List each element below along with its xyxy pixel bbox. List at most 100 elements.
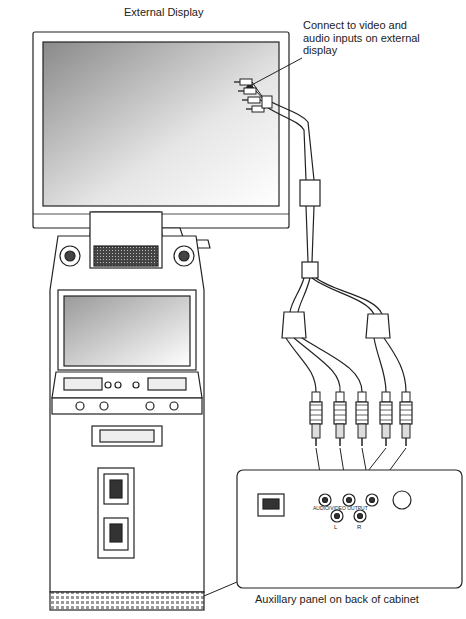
- arcade-cabinet: [50, 212, 204, 592]
- rca-plug: [339, 438, 341, 446]
- auxiliary-panel: [347, 498, 352, 503]
- auxiliary-panel: [263, 499, 279, 509]
- arcade-cabinet: [64, 378, 102, 390]
- rca-plug: [334, 402, 346, 424]
- rca-plug: [356, 402, 368, 424]
- av-cable: [316, 278, 382, 314]
- rca-plug: [380, 420, 392, 421]
- arcade-cabinet: [170, 402, 178, 410]
- rca-plug: [312, 424, 320, 438]
- rca-plug: [380, 415, 392, 416]
- av-cable: [302, 338, 362, 392]
- external-display: [33, 32, 289, 228]
- leader-line: [204, 582, 237, 596]
- av-cable: [286, 338, 316, 392]
- rca-plug: [405, 438, 407, 446]
- rca-plug: [400, 420, 412, 421]
- leader-arrow: [246, 58, 302, 88]
- rca-plug: [402, 424, 410, 438]
- rca-plug: [310, 392, 412, 446]
- rca-plug: [356, 410, 368, 411]
- av-cable: [262, 97, 314, 180]
- rca-plug: [315, 438, 317, 446]
- auxiliary-panel: [319, 494, 331, 506]
- rca-plug: [334, 420, 346, 421]
- auxiliary-panel: [237, 470, 462, 588]
- rca-plug: [336, 392, 344, 402]
- rca-plug: [356, 420, 368, 421]
- arcade-cabinet: [52, 398, 202, 414]
- arcade-cabinet: [146, 402, 154, 410]
- rca-plug: [234, 81, 240, 82]
- rca-plug: [382, 424, 390, 438]
- arcade-cabinet: [148, 378, 186, 390]
- av-cable: [282, 312, 306, 338]
- panel-caption: Auxillary panel on back of cabinet: [255, 593, 419, 606]
- rca-plug: [242, 99, 248, 100]
- rca-plug: [244, 88, 256, 94]
- rca-plug: [380, 405, 392, 406]
- arcade-cabinet: [100, 430, 154, 442]
- auxiliary-panel: [258, 494, 284, 516]
- rca-plug: [356, 405, 368, 406]
- rca-plug: [310, 402, 322, 424]
- rca-plug: [312, 392, 320, 402]
- rca-plug: [356, 415, 368, 416]
- rca-plug: [234, 79, 272, 112]
- arcade-cabinet: [115, 382, 121, 388]
- rca-plug: [402, 392, 410, 402]
- rca-plug: [400, 402, 412, 424]
- rca-plug: [262, 96, 272, 108]
- av-cable: [302, 262, 318, 278]
- auxiliary-panel: [370, 498, 375, 503]
- av-cable: [268, 108, 306, 180]
- av-cable: [384, 338, 406, 392]
- rca-plug: [336, 424, 344, 438]
- av-cable: [366, 314, 390, 338]
- arcade-cabinet: [98, 468, 134, 558]
- rca-plug: [385, 438, 387, 446]
- arcade-cabinet: [110, 524, 122, 542]
- jack-label: R: [357, 524, 361, 531]
- rca-plug: [334, 405, 346, 406]
- arcade-cabinet: [133, 382, 139, 388]
- auxiliary-panel: [335, 514, 340, 519]
- av-cable: [306, 206, 308, 262]
- arcade-cabinet: [179, 251, 189, 261]
- av-cable: [290, 278, 304, 312]
- external-display: [43, 42, 279, 206]
- av-cable: [300, 180, 320, 206]
- auxiliary-panel: [358, 514, 363, 519]
- arcade-cabinet: [104, 474, 128, 504]
- arcade-cabinet: [110, 480, 122, 498]
- rca-plug: [246, 108, 252, 109]
- arcade-cabinet: [94, 246, 158, 266]
- rca-plug: [380, 402, 392, 424]
- av-cable: [298, 278, 310, 312]
- arcade-cabinet: [60, 246, 80, 266]
- auxiliary-panel: [323, 498, 328, 503]
- rca-plug: [358, 392, 366, 402]
- rca-plug: [334, 415, 346, 416]
- arcade-cabinet: [50, 212, 204, 610]
- rca-plug: [400, 410, 412, 411]
- arcade-cabinet: [64, 296, 190, 366]
- rca-plug: [380, 410, 392, 411]
- rca-plug: [382, 392, 390, 402]
- av-cable: [294, 338, 340, 392]
- rca-plug: [400, 415, 412, 416]
- av-cable: [312, 206, 314, 262]
- av-cable: [262, 97, 406, 392]
- arcade-cabinet: [104, 518, 128, 550]
- rca-plug: [310, 415, 322, 416]
- arcade-cabinet: [76, 402, 84, 410]
- rca-plug: [358, 424, 366, 438]
- arcade-cabinet: [105, 382, 111, 388]
- rca-plug: [238, 90, 244, 91]
- rca-plug: [248, 97, 260, 103]
- av-cable: [374, 338, 386, 392]
- jack-label: L: [334, 524, 337, 531]
- auxiliary-panel: [331, 510, 343, 522]
- rca-plug: [310, 420, 322, 421]
